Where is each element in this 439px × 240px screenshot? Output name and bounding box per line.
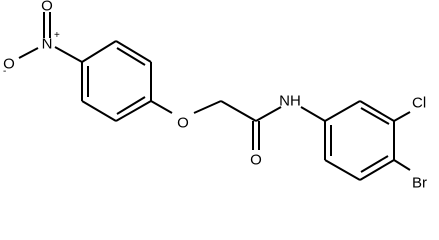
bromine-label: Br	[412, 175, 427, 192]
chlorine-label: Cl	[412, 95, 426, 112]
bond	[150, 100, 173, 114]
bond	[81, 100, 117, 122]
bond	[255, 106, 282, 122]
nitro-n-label: N	[42, 36, 53, 53]
nitrophenyl-ring	[81, 40, 152, 122]
double-bond-inner	[360, 155, 389, 173]
double-bond-inner	[116, 96, 146, 115]
nitro-o-charge: -	[3, 66, 6, 77]
double-bond-inner	[360, 107, 390, 125]
amide-nh-label: NH	[279, 93, 301, 110]
double-bond-inner	[116, 47, 146, 66]
nitro-o-top-label: O	[41, 0, 53, 15]
linker-chain: O O NH	[150, 93, 326, 169]
halophenyl-ring	[324, 100, 395, 181]
bond	[393, 159, 411, 171]
nitro-group: N + O O -	[3, 0, 83, 77]
ether-o-label: O	[177, 115, 189, 132]
halogen-substituents: Cl Br	[393, 95, 427, 192]
bond	[359, 159, 395, 181]
bond	[359, 100, 395, 122]
molecule-diagram: N + O O - O O NH Cl Br	[3, 0, 427, 192]
bond	[115, 40, 152, 63]
bond	[81, 40, 117, 63]
carbonyl-o-label: O	[250, 152, 262, 169]
bond	[324, 159, 361, 181]
bond	[54, 46, 83, 63]
bond	[220, 100, 257, 122]
bond	[324, 100, 361, 122]
nitro-n-charge: +	[54, 30, 60, 41]
nitro-o-left-label: O	[3, 56, 15, 73]
bond	[115, 100, 152, 122]
bond	[300, 106, 326, 122]
bond	[393, 111, 411, 122]
bond	[193, 100, 222, 114]
bond	[18, 47, 39, 59]
